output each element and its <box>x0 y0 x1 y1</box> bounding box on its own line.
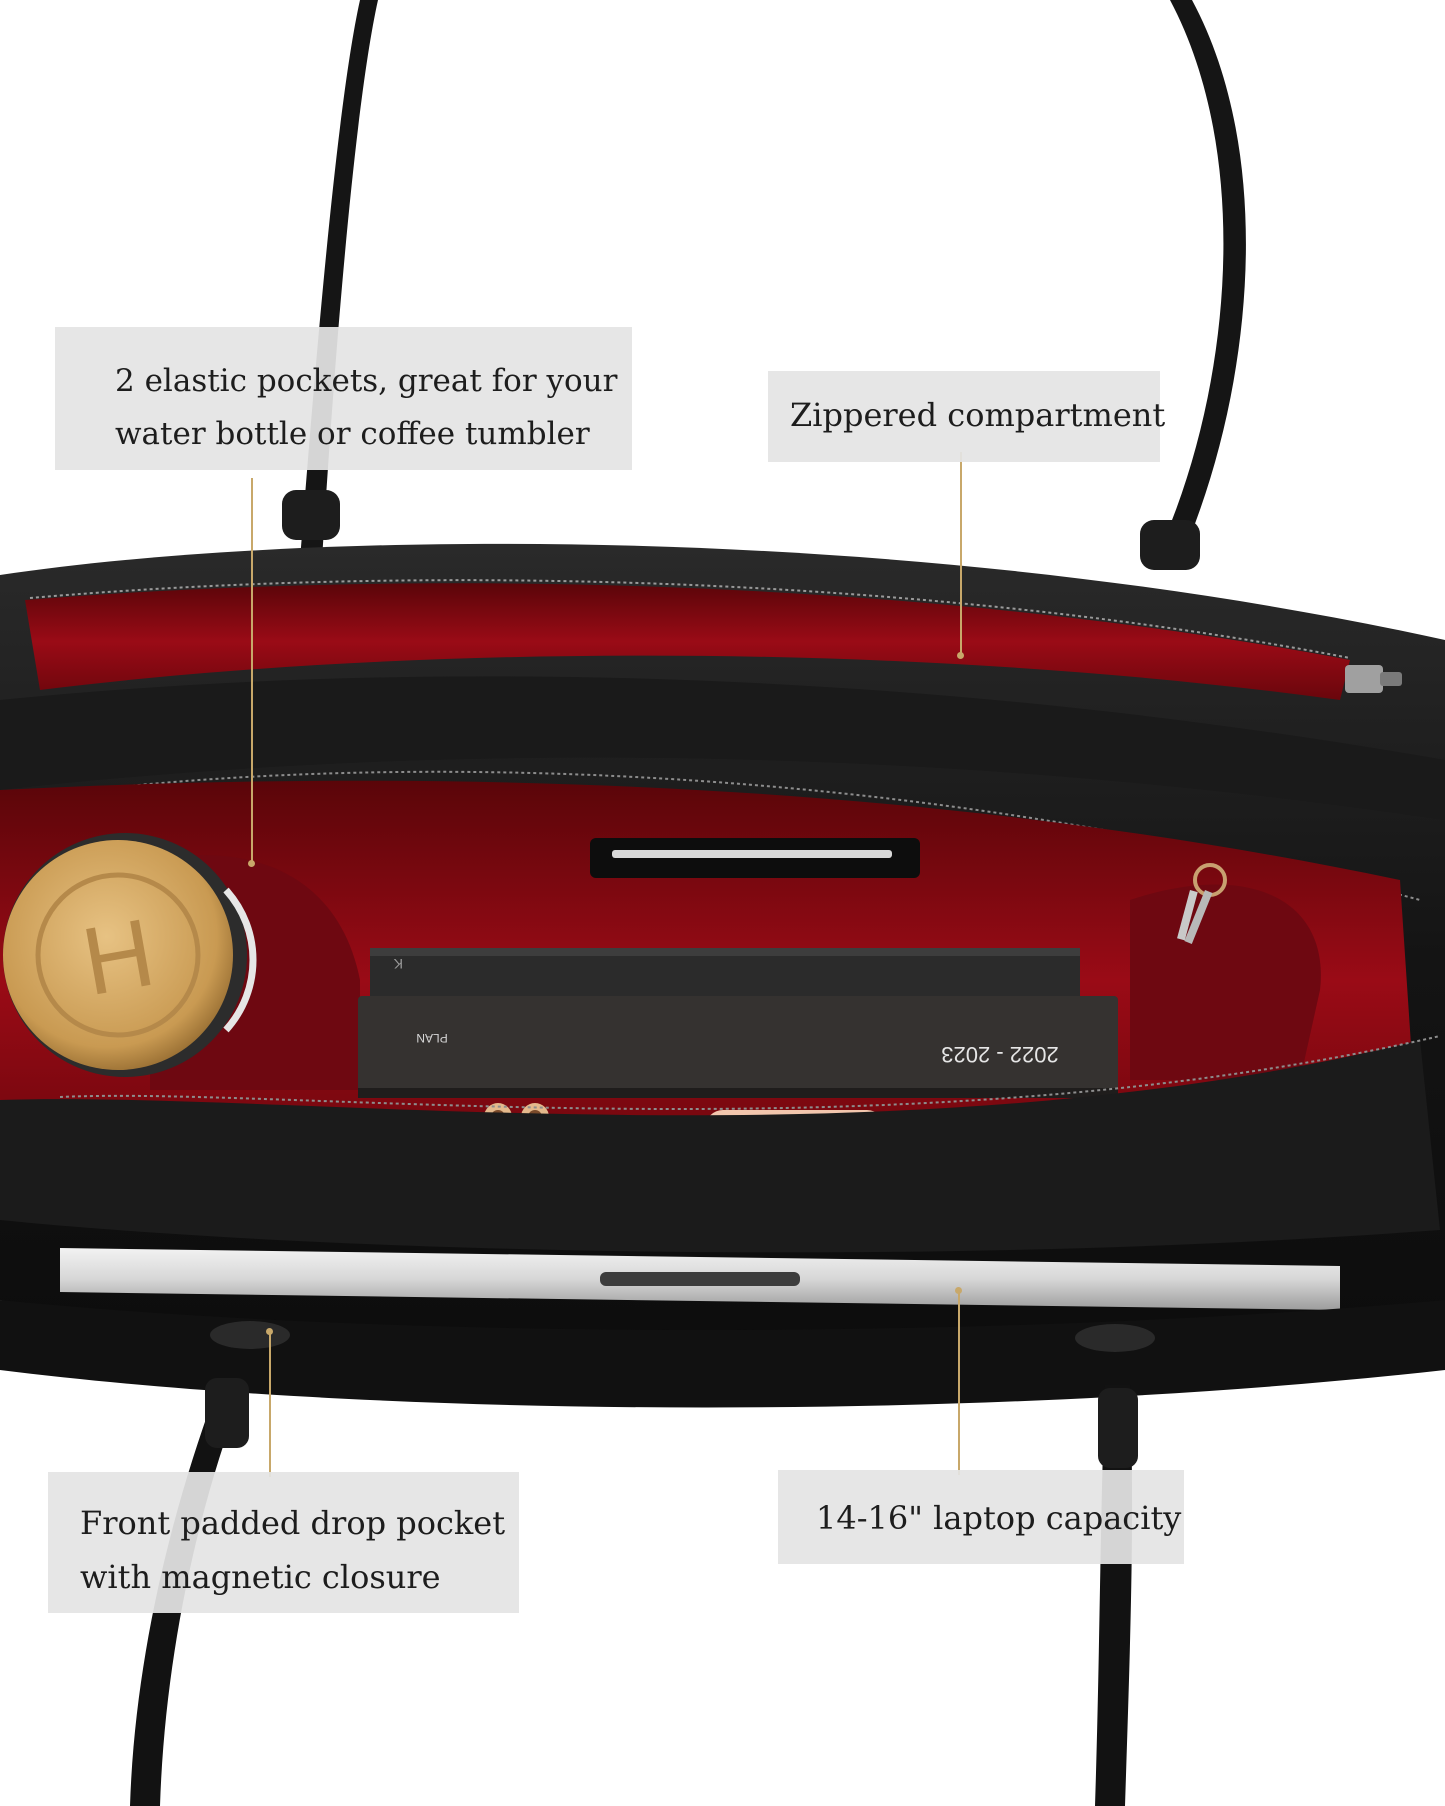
divider-panel <box>0 676 1445 820</box>
front-handle-left <box>130 1380 245 1806</box>
zipper-pull-icon <box>1345 665 1402 693</box>
callout-zippered-compartment: Zippered compartment <box>768 371 1166 462</box>
callout-front-pocket-line1: Front padded drop pocket <box>80 1504 506 1542</box>
leader-line-zippered <box>960 452 962 657</box>
callout-laptop-capacity: 14-16" laptop capacity <box>778 1470 1184 1564</box>
leader-dot-zippered <box>957 652 964 659</box>
leader-dot-laptop <box>955 1287 962 1294</box>
tumbler-icon <box>3 833 257 1077</box>
notebook-mark-text: K <box>393 956 403 972</box>
bag-front-edge <box>0 1300 1445 1408</box>
callout-front-pocket: Front padded drop pocket with magnetic c… <box>48 1472 519 1613</box>
notebook <box>370 948 1080 1003</box>
callout-elastic-pockets: 2 elastic pockets, great for your water … <box>55 327 632 470</box>
callout-laptop-line1: 14-16" laptop capacity <box>816 1499 1182 1537</box>
callout-front-pocket-line2: with magnetic closure <box>80 1558 441 1596</box>
back-handle-right <box>1155 0 1246 565</box>
callout-elastic-pockets-line1: 2 elastic pockets, great for your <box>115 363 618 399</box>
leader-line-laptop <box>958 1290 960 1475</box>
leader-line-front-pocket <box>269 1332 271 1477</box>
elastic-pocket-right <box>1130 884 1321 1080</box>
callout-zippered-line1: Zippered compartment <box>790 396 1166 434</box>
callout-elastic-pockets-line2: water bottle or coffee tumbler <box>115 416 590 452</box>
leader-dot-elastic <box>248 860 255 867</box>
back-handle-left <box>300 0 378 560</box>
keys-icon <box>1177 863 1227 944</box>
leader-dot-front-pocket <box>266 1328 273 1335</box>
laptop-icon <box>60 1248 1340 1310</box>
front-pocket-flap <box>0 1040 1440 1253</box>
planner-small-label-text: PLAN <box>416 1031 447 1045</box>
planner <box>358 996 1118 1098</box>
leader-line-elastic <box>251 478 253 863</box>
planner-years-text: 2022 - 2023 <box>941 1042 1058 1067</box>
zippered-compartment-lining <box>25 583 1350 700</box>
